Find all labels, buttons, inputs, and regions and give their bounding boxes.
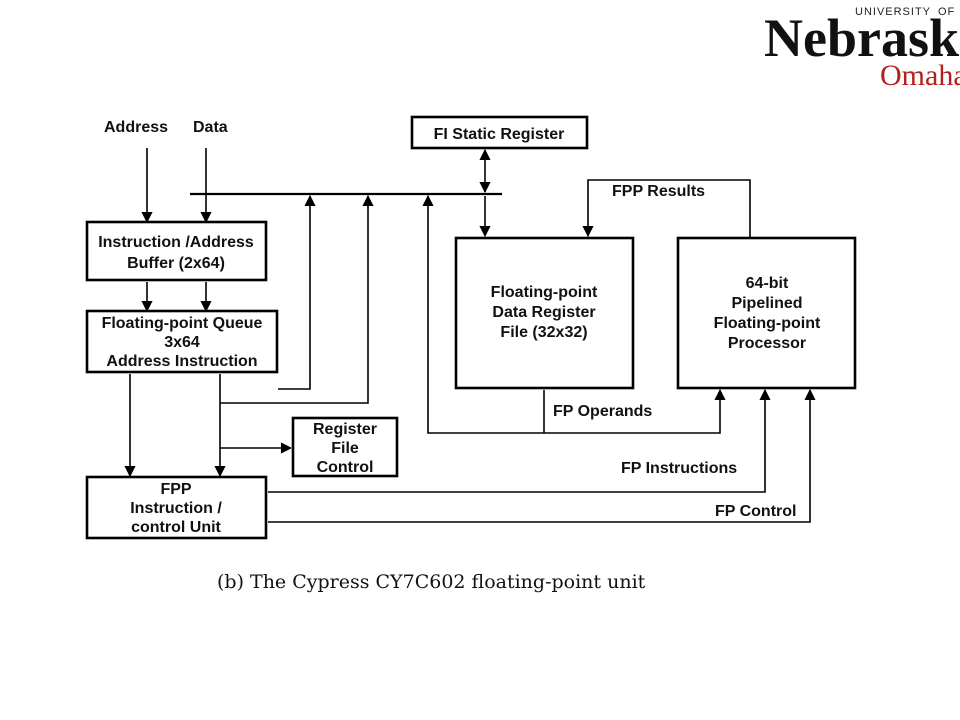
fpp-control-unit-line2: Instruction /: [130, 500, 222, 517]
fp-control-arrow: [268, 388, 816, 523]
data-input-label: Data: [193, 119, 228, 136]
register-file-control-box: [291, 416, 399, 478]
fpp-control-unit-line1: FPP: [160, 481, 191, 498]
fp-processor-line2: Pipelined: [731, 295, 802, 312]
fp-instructions-arrow: [268, 388, 771, 493]
address-input-label: Address: [104, 119, 168, 136]
figure-caption: (b) The Cypress CY7C602 floating-point u…: [217, 571, 646, 593]
fp-processor-line1: 64-bit: [746, 275, 789, 292]
queue-to-bus-link-1: [278, 194, 316, 390]
fpp-control-unit-line3: control Unit: [131, 519, 221, 536]
instruction-buffer-line2: Buffer (2x64): [127, 255, 225, 272]
register-file-control-line1: Register: [313, 421, 377, 438]
fp-instructions-label: FP Instructions: [621, 460, 737, 477]
fpp-control-unit-box: [85, 475, 268, 540]
logo-campus-text: Omaha: [880, 59, 960, 92]
fi-static-register-box: [410, 115, 589, 150]
instruction-buffer-line1: Instruction /Address: [98, 234, 254, 251]
register-file-control-line3: Control: [317, 459, 374, 476]
queue-to-bus-link-2: [220, 194, 374, 404]
fp-processor-box: [676, 236, 857, 390]
fp-operands-loop: [422, 194, 726, 434]
fp-processor-line4: Processor: [728, 335, 806, 352]
block-diagram: Address Data FI Static Register Instruct…: [85, 115, 857, 540]
fp-processor-line3: Floating-point: [714, 315, 821, 332]
university-logo: UNIVERSITY OF Nebraska Omaha: [764, 6, 960, 92]
fp-operands-label: FP Operands: [553, 403, 652, 420]
fp-queue-line3: Address Instruction: [106, 353, 257, 370]
instruction-buffer-box: [85, 220, 268, 282]
data-register-file-line3: File (32x32): [500, 324, 587, 341]
logo-of-text: OF: [938, 6, 955, 18]
register-file-control-line2: File: [331, 440, 359, 457]
fp-control-label: FP Control: [715, 503, 796, 520]
fi-static-register-label: FI Static Register: [434, 126, 565, 143]
fp-queue-box: [85, 309, 279, 374]
logo-university-text: UNIVERSITY: [855, 6, 931, 18]
logo-name-text: Nebraska: [764, 8, 960, 68]
fp-queue-line2: 3x64: [164, 334, 200, 351]
fpp-results-label: FPP Results: [612, 183, 705, 200]
data-register-file-line2: Data Register: [492, 304, 595, 321]
data-register-file-line1: Floating-point: [491, 284, 598, 301]
fp-queue-line1: Floating-point Queue: [102, 315, 263, 332]
